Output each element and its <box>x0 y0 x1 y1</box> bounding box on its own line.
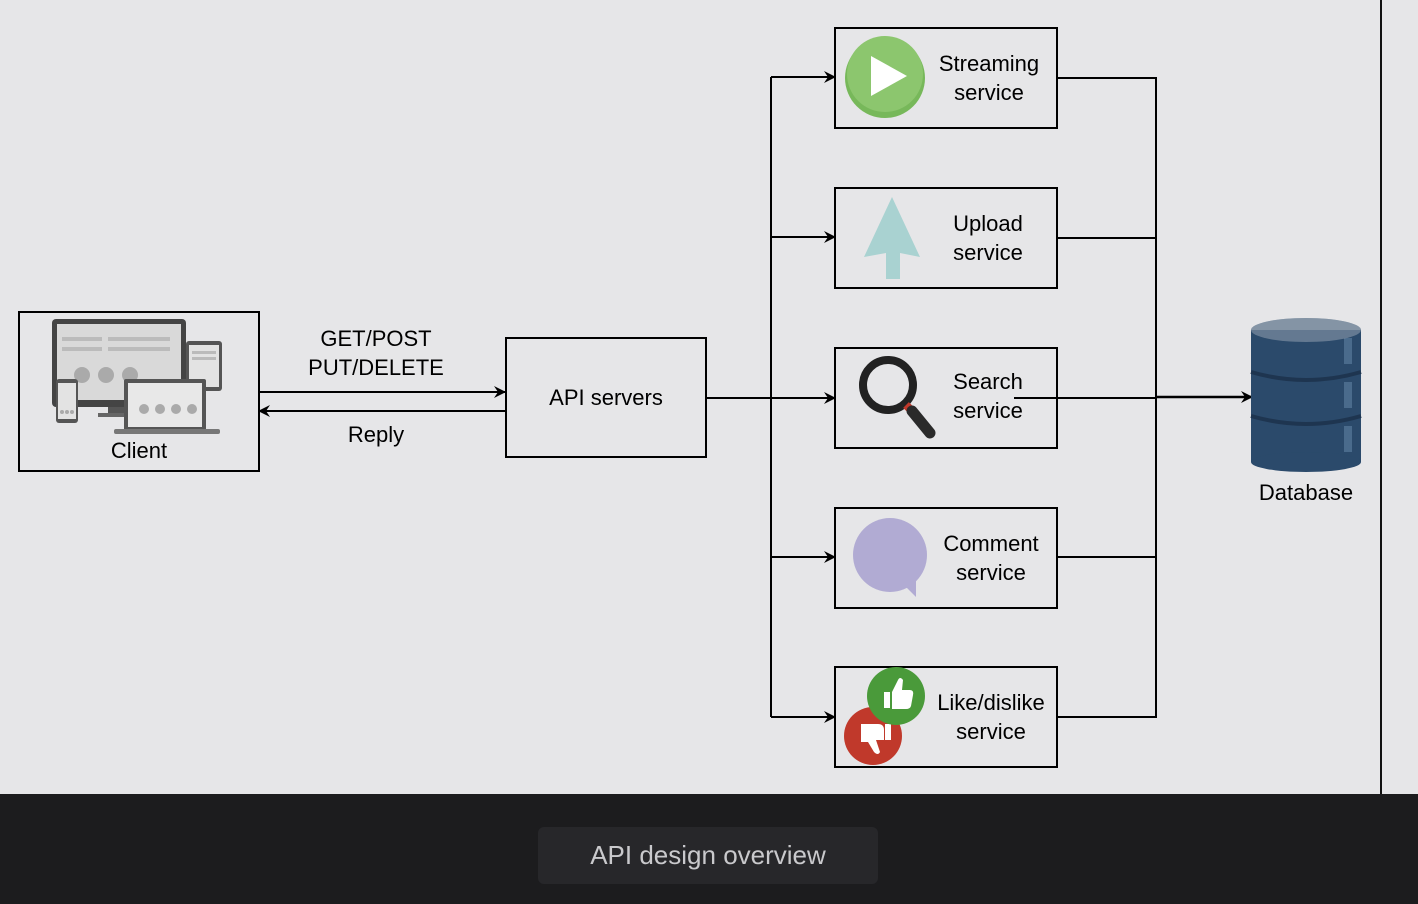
search-label-2: service <box>953 398 1023 423</box>
upload-service-box: Upload service <box>834 187 1058 289</box>
comment-label-1: Comment <box>943 531 1039 556</box>
database-label: Database <box>1258 480 1354 505</box>
upload-arrow-icon <box>864 197 920 279</box>
comment-service-box: Comment service <box>834 507 1058 609</box>
search-label-1: Search <box>953 369 1023 394</box>
connector-lines <box>258 71 1253 723</box>
streaming-label-2: service <box>954 80 1024 105</box>
like-dislike-service-box: Like/dislike service <box>834 666 1058 768</box>
client-box: Client <box>18 311 260 472</box>
magnifier-icon <box>859 356 936 439</box>
comment-label-2: service <box>956 560 1026 585</box>
api-servers-label: API servers <box>549 385 663 410</box>
devices-icon <box>52 319 222 434</box>
streaming-service-box: Streaming service <box>834 27 1058 129</box>
upload-label-1: Upload <box>953 211 1023 236</box>
speech-bubble-icon <box>853 518 927 597</box>
request-methods-label-2: PUT/DELETE <box>308 355 444 380</box>
client-label: Client <box>110 438 168 463</box>
reply-label: Reply <box>347 422 405 447</box>
vertical-divider <box>1380 0 1382 796</box>
diagram-canvas: Client GET/POST PUT/DELETE Reply API ser… <box>0 0 1418 794</box>
upload-label-2: service <box>953 240 1023 265</box>
streaming-label-1: Streaming <box>938 51 1040 76</box>
like-label-1: Like/dislike <box>937 690 1045 715</box>
like-label-2: service <box>956 719 1026 744</box>
diagram-caption: API design overview <box>538 827 878 884</box>
thumbs-icon <box>844 667 925 765</box>
api-servers-box: API servers <box>505 337 707 458</box>
database-icon <box>1250 318 1362 472</box>
request-methods-label-1: GET/POST <box>320 326 432 351</box>
search-service-box: Search service <box>834 347 1058 449</box>
play-icon <box>845 36 925 118</box>
